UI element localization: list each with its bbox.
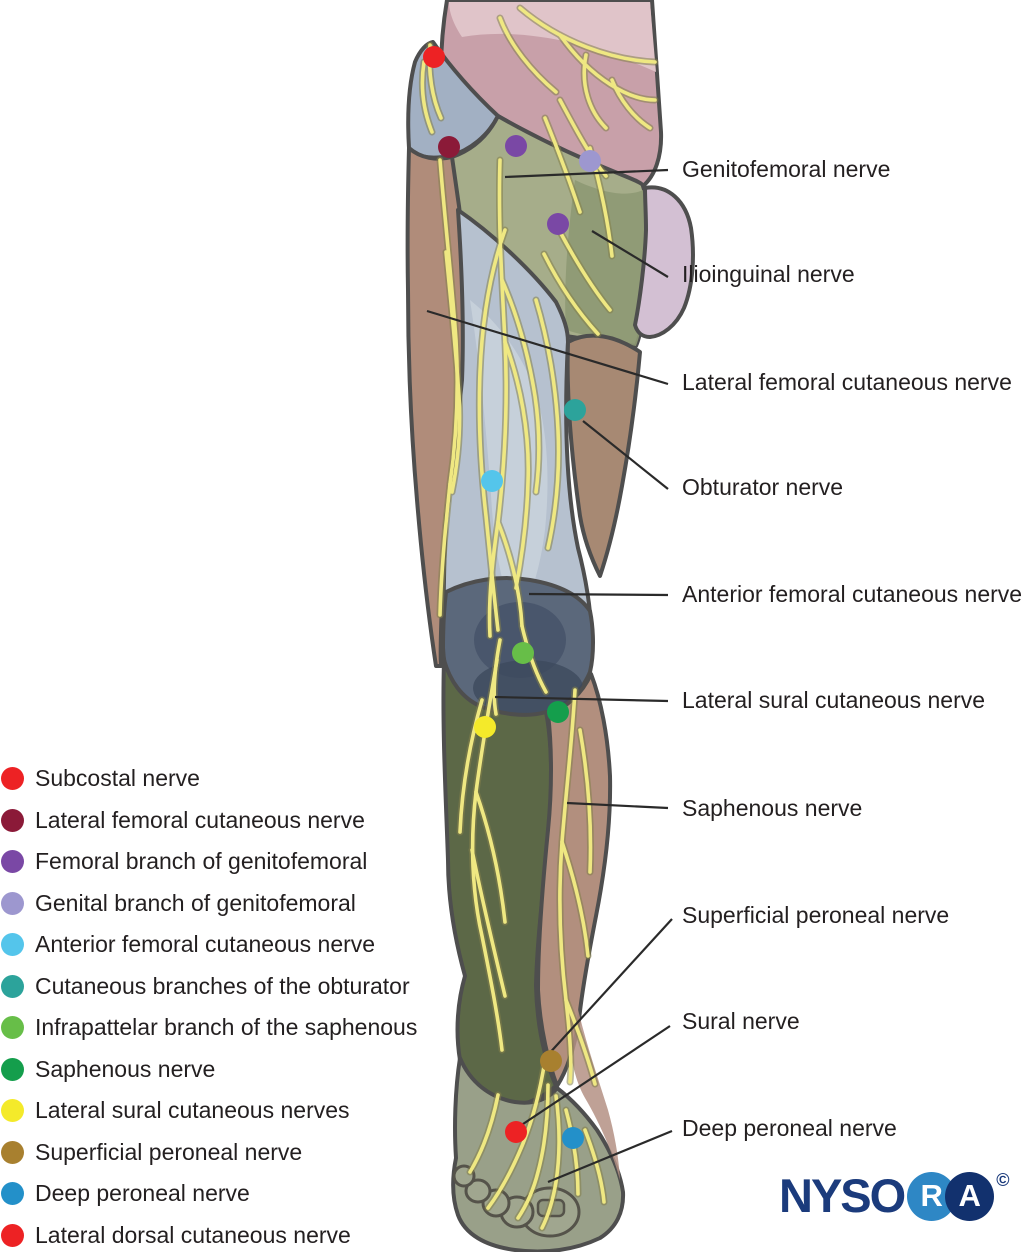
legend-item-label: Saphenous nerve (35, 1055, 216, 1082)
annotation-sural-nerve: Sural nerve (682, 1008, 800, 1034)
legend-item: Deep peroneal nerve (1, 1180, 417, 1206)
legend-swatch-5 (1, 974, 24, 998)
annotation-deep-peroneal-nerve: Deep peroneal nerve (682, 1115, 897, 1141)
nysora-logo: NYSO R A © (779, 1170, 1009, 1222)
marker-lateral-dorsal-cutaneous-nerve (505, 1121, 527, 1143)
markers (423, 46, 601, 1149)
legend-item: Lateral sural cutaneous nerves (1, 1097, 417, 1123)
legend-swatch-4 (1, 933, 24, 956)
legend-item: Saphenous nerve (1, 1055, 417, 1082)
annotation-superficial-peroneal-nerve: Superficial peroneal nerve (682, 902, 950, 928)
legend-item: Infrapattelar branch of the saphenous (1, 1014, 418, 1040)
marker-lateral-sural-cutaneous-nerves (474, 716, 496, 738)
legend-swatch-2 (1, 850, 24, 873)
legend-item: Femoral branch of genitofemoral (1, 848, 417, 874)
legend-item-label: Anterior femoral cutaneous nerve (35, 931, 376, 957)
nysora-logo-a-circle: A (945, 1171, 995, 1221)
legend-item-label: Lateral dorsal cutaneous nerve (35, 1221, 351, 1248)
legend-swatch-9 (1, 1140, 24, 1164)
legend-item: Subcostal nerve (1, 765, 417, 791)
annotation-lateral-femoral-cutaneous-nerve: Lateral femoral cutaneous nerve (682, 369, 1012, 395)
legend-swatch-6 (1, 1016, 24, 1039)
marker-anterior-femoral-cutaneous-nerve (481, 470, 503, 492)
marker-cutaneous-branches-obturator (564, 399, 586, 421)
marker-superficial-peroneal-nerve (540, 1050, 562, 1072)
legend-item: Cutaneous branches of the obturator (1, 972, 417, 999)
legend-item-label: Genital branch of genitofemoral (35, 889, 356, 916)
annotation-obturator-nerve: Obturator nerve (682, 474, 844, 500)
legend-item-label: Lateral femoral cutaneous nerve (35, 806, 365, 833)
marker-saphenous-nerve (547, 701, 569, 723)
marker-genital-branch-genitofemoral (579, 150, 601, 172)
legend-item: Genital branch of genitofemoral (1, 889, 417, 916)
legend-swatch-3 (1, 891, 24, 915)
legend-item: Anterior femoral cutaneous nerve (1, 931, 417, 957)
legend-swatch-0 (1, 767, 24, 790)
annotation-genitofemoral-nerve: Genitofemoral nerve (682, 156, 891, 182)
legend-item: Superficial peroneal nerve (1, 1138, 417, 1165)
legend-item: Lateral dorsal cutaneous nerve (1, 1221, 417, 1248)
leader-lines (426, 168, 673, 1184)
legend-swatch-7 (1, 1057, 24, 1081)
annotation-ilioinguinal-nerve: Ilioinguinal nerve (682, 261, 855, 287)
annotation-lateral-sural-cutaneous-nerve: Lateral sural cutaneous nerve (682, 687, 986, 713)
legend: Subcostal nerve Lateral femoral cutaneou… (1, 765, 418, 1248)
legend-swatch-8 (1, 1099, 24, 1122)
legend-item-label: Femoral branch of genitofemoral (35, 848, 368, 874)
legend-item: Lateral femoral cutaneous nerve (1, 806, 417, 833)
marker-femoral-branch-genitofemoral (505, 135, 527, 157)
nysora-logo-word: NYSO (779, 1169, 906, 1222)
legend-item-label: Deep peroneal nerve (35, 1180, 250, 1206)
marker-infrapattelar-branch-saphenous (512, 642, 534, 664)
marker-subcostal-nerve (423, 46, 445, 68)
legend-item-label: Cutaneous branches of the obturator (35, 972, 410, 999)
annotation-anterior-femoral-cutaneous-nerve: Anterior femoral cutaneous nerve (682, 581, 1023, 607)
nysora-logo-r-circle: R (907, 1171, 957, 1221)
legend-swatch-11 (1, 1223, 24, 1247)
legend-item-label: Subcostal nerve (35, 765, 200, 791)
annotation-saphenous-nerve: Saphenous nerve (682, 795, 863, 821)
legend-swatch-10 (1, 1182, 24, 1205)
legend-item-label: Superficial peroneal nerve (35, 1138, 303, 1165)
copyright-symbol: © (996, 1170, 1010, 1190)
marker-deep-peroneal-nerve (562, 1127, 584, 1149)
legend-item-label: Lateral sural cutaneous nerves (35, 1097, 350, 1123)
legend-swatch-1 (1, 808, 24, 832)
marker-ilioinguinal-nerve (547, 213, 569, 235)
marker-lateral-femoral-cutaneous-nerve (438, 136, 460, 158)
legend-item-label: Infrapattelar branch of the saphenous (35, 1014, 418, 1040)
